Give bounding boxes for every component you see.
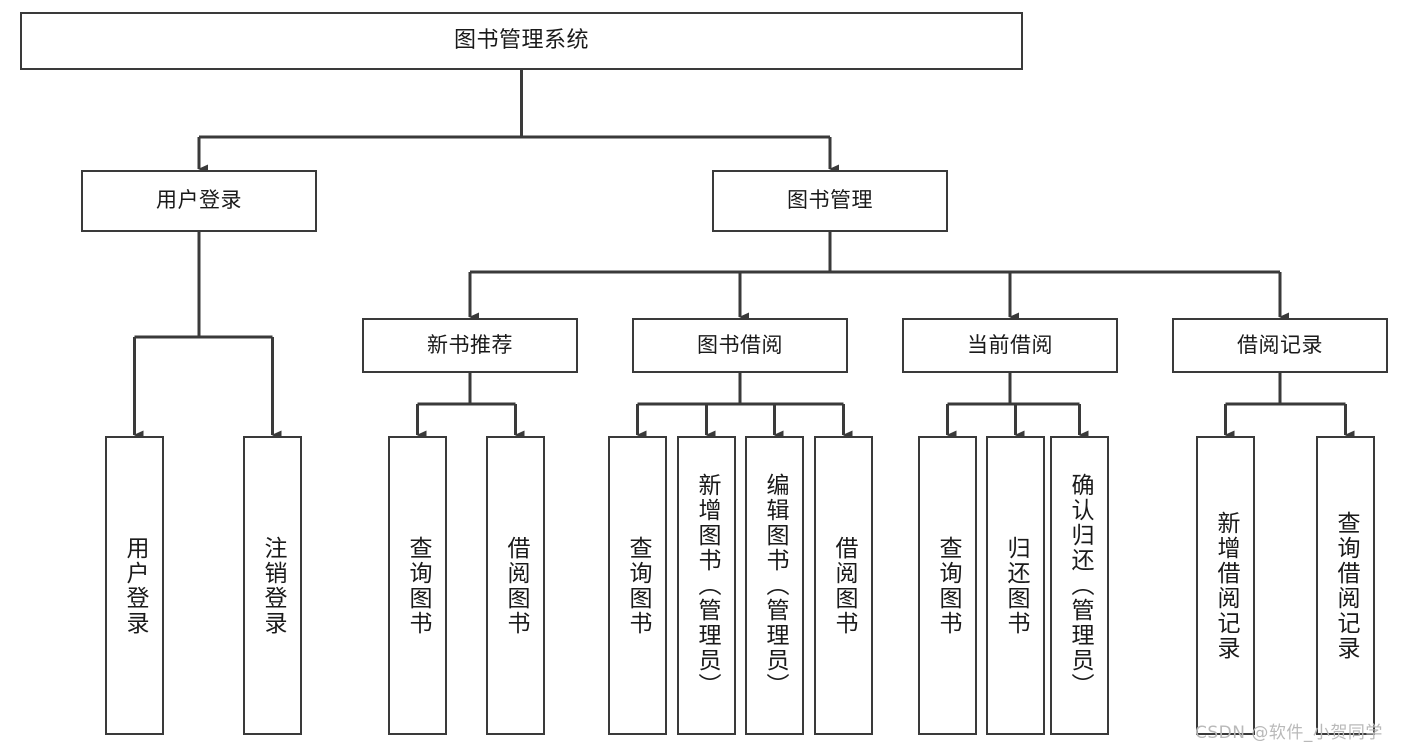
leaf-cur-return-label: 归还图书 [1003, 535, 1029, 636]
leaf-borrow-edit-label: 编辑图书（管理员） [762, 473, 788, 698]
node-root-label: 图书管理系统 [453, 27, 589, 53]
leaf-borrow-do-label: 借阅图书 [831, 535, 857, 636]
leaf-borrow-query[interactable]: 查询图书 [608, 436, 667, 735]
leaf-rec-borrow[interactable]: 借阅图书 [486, 436, 545, 735]
node-new-book-rec[interactable]: 新书推荐 [362, 318, 578, 373]
csdn-watermark: CSDN @软件_小贺同学 [1195, 723, 1383, 743]
leaf-cur-confirm[interactable]: 确认归还（管理员） [1050, 436, 1109, 735]
node-book-manage-label: 图书管理 [787, 188, 873, 213]
leaf-user-logout-label: 注销登录 [260, 535, 286, 636]
node-borrow-record[interactable]: 借阅记录 [1172, 318, 1388, 373]
leaf-rec-query-label: 查询图书 [405, 535, 431, 636]
leaf-borrow-add-label: 新增图书（管理员） [694, 473, 720, 698]
leaf-rec-search-label: 查询借阅记录 [1333, 510, 1359, 661]
leaf-rec-add[interactable]: 新增借阅记录 [1196, 436, 1255, 735]
leaf-borrow-edit[interactable]: 编辑图书（管理员） [745, 436, 804, 735]
leaf-user-login[interactable]: 用户登录 [105, 436, 164, 735]
node-current-borrow-label: 当前借阅 [967, 332, 1053, 357]
leaf-cur-confirm-label: 确认归还（管理员） [1067, 473, 1093, 698]
leaf-borrow-do[interactable]: 借阅图书 [814, 436, 873, 735]
leaf-borrow-add[interactable]: 新增图书（管理员） [677, 436, 736, 735]
leaf-borrow-query-label: 查询图书 [625, 535, 651, 636]
leaf-cur-query-label: 查询图书 [935, 535, 961, 636]
node-user-login[interactable]: 用户登录 [81, 170, 317, 232]
leaf-user-logout[interactable]: 注销登录 [243, 436, 302, 735]
leaf-rec-borrow-label: 借阅图书 [503, 535, 529, 636]
node-book-borrow-label: 图书借阅 [697, 332, 783, 357]
node-user-login-label: 用户登录 [156, 188, 242, 213]
node-book-manage[interactable]: 图书管理 [712, 170, 948, 232]
leaf-rec-query[interactable]: 查询图书 [388, 436, 447, 735]
node-borrow-record-label: 借阅记录 [1237, 332, 1323, 357]
node-root[interactable]: 图书管理系统 [20, 12, 1023, 70]
leaf-user-login-label: 用户登录 [122, 535, 148, 636]
leaf-cur-return[interactable]: 归还图书 [986, 436, 1045, 735]
node-current-borrow[interactable]: 当前借阅 [902, 318, 1118, 373]
leaf-cur-query[interactable]: 查询图书 [918, 436, 977, 735]
leaf-rec-search[interactable]: 查询借阅记录 [1316, 436, 1375, 735]
node-new-book-rec-label: 新书推荐 [427, 332, 513, 357]
node-book-borrow[interactable]: 图书借阅 [632, 318, 848, 373]
leaf-rec-add-label: 新增借阅记录 [1213, 510, 1239, 661]
